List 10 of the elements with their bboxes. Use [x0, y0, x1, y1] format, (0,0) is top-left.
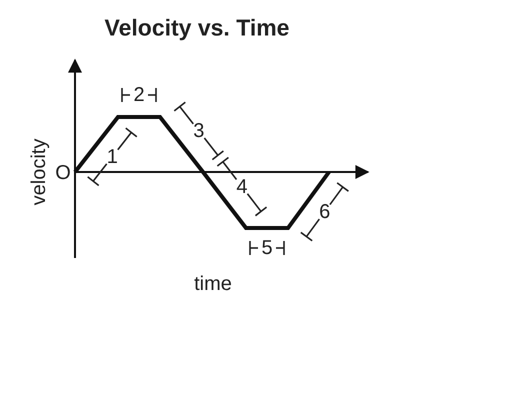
- segment-number: 4: [236, 176, 248, 197]
- chart-title: Velocity vs. Time: [104, 16, 290, 40]
- segment-number: 5: [261, 238, 273, 258]
- axis-label: velocity: [29, 138, 49, 206]
- axis-label: time: [194, 274, 232, 294]
- segment-number: 1: [106, 146, 118, 167]
- origin-label: O: [55, 163, 71, 183]
- segment-number: 2: [133, 85, 145, 105]
- segment-number: 6: [319, 202, 330, 222]
- segment-number: 3: [193, 120, 204, 141]
